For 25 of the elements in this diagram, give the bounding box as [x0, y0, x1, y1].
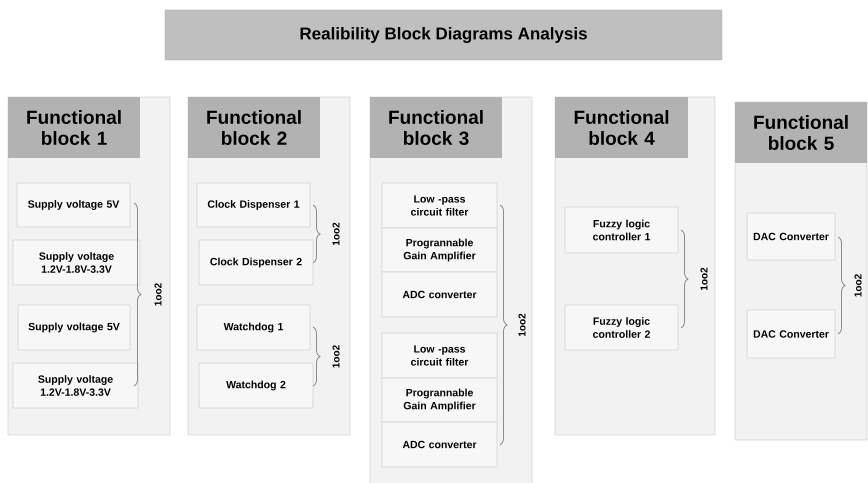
redundancy-label: 1oo2: [854, 274, 862, 297]
block-box: Supply voltage 5V: [18, 304, 130, 350]
redundancy-label: 1oo2: [332, 222, 340, 246]
block-box: Supply voltage 1.2V-1.8V-3.3V: [12, 362, 138, 408]
redundancy-label: 1oo2: [700, 268, 708, 290]
block-box: DAC Converter: [746, 310, 836, 358]
block-box: Watchdog 1: [196, 304, 310, 350]
redundancy-label: 1oo2: [154, 283, 162, 306]
block-box: Progrannable Gain Amplifier: [382, 228, 498, 272]
block-box: Supply voltage 1.2V-1.8V-3.3V: [12, 240, 140, 286]
block-box: Supply voltage 5V: [16, 182, 130, 228]
block-box: Low -pass circuit filter: [382, 182, 498, 228]
block-box: ADC converter: [382, 422, 498, 468]
block-box: Low -pass circuit filter: [382, 332, 498, 378]
block-box: Clock Dispenser 1: [196, 182, 310, 228]
block-box: DAC Converter: [746, 212, 836, 260]
redundancy-label: 1oo2: [332, 345, 340, 368]
block-box: Watchdog 2: [198, 362, 314, 408]
block-box: Fuzzy logic controller 2: [564, 304, 678, 350]
block-box: Fuzzy logic controller 1: [564, 206, 678, 254]
title-box: Realibility Block Diagrams Analysis: [164, 10, 722, 60]
block-box: Clock Dispenser 2: [198, 240, 314, 286]
block-box: ADC converter: [382, 272, 498, 318]
block-box: Progrannable Gain Amplifier: [382, 378, 498, 422]
redundancy-label: 1oo2: [518, 314, 526, 336]
